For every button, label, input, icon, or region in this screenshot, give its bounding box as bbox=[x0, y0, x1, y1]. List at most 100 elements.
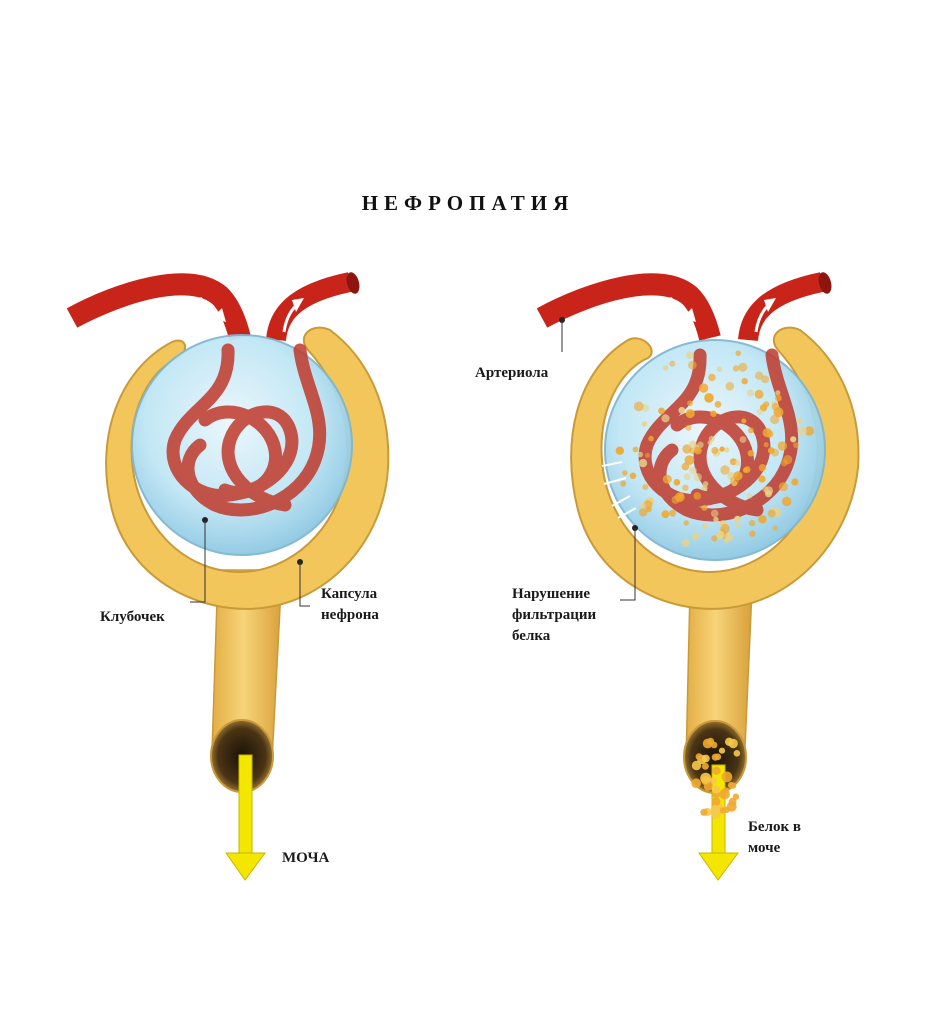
protein-particle bbox=[681, 462, 690, 471]
protein-particle bbox=[767, 447, 775, 454]
protein-particle bbox=[702, 523, 708, 529]
protein-particle bbox=[632, 446, 639, 453]
protein-particle bbox=[638, 458, 648, 468]
efferent-arteriole bbox=[266, 272, 353, 342]
protein-particle bbox=[700, 808, 708, 816]
protein-particle bbox=[726, 801, 737, 812]
protein-particle bbox=[691, 778, 702, 789]
urine-arrowhead-icon bbox=[698, 852, 739, 881]
protein-particle bbox=[754, 371, 764, 380]
flow-arrowhead-icon bbox=[682, 308, 696, 322]
label-filtration-line1: Нарушение bbox=[512, 586, 590, 602]
vessel-end bbox=[818, 272, 832, 294]
flow-arrowhead-icon bbox=[764, 298, 776, 312]
afferent-arteriole bbox=[536, 273, 721, 341]
protein-particle bbox=[729, 782, 737, 789]
protein-particle bbox=[691, 760, 702, 771]
protein-particle bbox=[758, 464, 767, 472]
protein-particle bbox=[725, 381, 735, 391]
protein-particle bbox=[689, 440, 697, 448]
protein-particle bbox=[701, 762, 709, 770]
flow-arrowhead-icon bbox=[212, 308, 226, 322]
protein-particle bbox=[700, 772, 712, 784]
protein-particle bbox=[710, 805, 720, 815]
protein-particle bbox=[758, 515, 767, 524]
protein-particle bbox=[641, 421, 648, 427]
protein-particle bbox=[620, 480, 627, 487]
protein-particle bbox=[804, 426, 815, 436]
leak-arrow-icon bbox=[603, 477, 627, 485]
protein-particle bbox=[781, 496, 792, 507]
protein-particle bbox=[724, 533, 734, 542]
label-capsule-line1: Капсула bbox=[321, 586, 378, 602]
protein-particle bbox=[713, 516, 719, 523]
protein-particle bbox=[763, 442, 769, 448]
protein-particle bbox=[638, 508, 648, 517]
protein-particle bbox=[646, 506, 652, 513]
protein-particle bbox=[797, 426, 808, 436]
protein-particle bbox=[701, 504, 708, 511]
protein-particle bbox=[633, 401, 644, 412]
protein-particle bbox=[746, 493, 753, 499]
protein-particle bbox=[720, 523, 730, 534]
protein-particle bbox=[658, 407, 665, 415]
protein-particle bbox=[694, 446, 702, 455]
protein-particle bbox=[669, 360, 676, 367]
protein-particle bbox=[688, 360, 697, 370]
protein-particle bbox=[720, 465, 730, 475]
protein-particle bbox=[772, 525, 778, 531]
protein-particle bbox=[714, 401, 722, 408]
protein-particle bbox=[716, 530, 725, 539]
protein-particle bbox=[693, 492, 701, 500]
protein-particle bbox=[738, 362, 748, 372]
protein-particle bbox=[756, 409, 763, 416]
protein-particle bbox=[707, 440, 713, 446]
protein-particle bbox=[661, 414, 670, 423]
protein-particle bbox=[721, 771, 733, 783]
label-arteriole: Артериола bbox=[475, 365, 549, 381]
protein-particle bbox=[734, 515, 741, 523]
protein-particle bbox=[741, 378, 748, 385]
filtration-leader-line bbox=[620, 528, 636, 601]
protein-particle bbox=[711, 753, 719, 761]
protein-particle bbox=[771, 402, 780, 411]
protein-particle bbox=[685, 409, 695, 419]
protein-particle bbox=[764, 486, 774, 496]
protein-particle bbox=[637, 451, 643, 458]
protein-particle bbox=[734, 522, 741, 529]
protein-particle bbox=[704, 393, 714, 403]
label-filtration-line3: белка bbox=[512, 628, 551, 644]
protein-particle bbox=[796, 416, 803, 424]
healthy-nephron bbox=[66, 272, 390, 881]
protein-particle bbox=[719, 446, 725, 452]
protein-particle bbox=[698, 383, 709, 393]
protein-particle bbox=[678, 406, 686, 414]
protein-particle bbox=[712, 766, 721, 775]
damaged-nephron bbox=[536, 272, 860, 881]
protein-particle bbox=[716, 366, 723, 373]
protein-particle bbox=[732, 365, 740, 372]
protein-particle bbox=[686, 351, 694, 360]
protein-particle bbox=[663, 365, 669, 371]
label-protein-line2: моче bbox=[748, 840, 781, 856]
protein-particle bbox=[728, 738, 738, 749]
protein-particle bbox=[689, 466, 697, 475]
nephron-capsule bbox=[105, 326, 390, 610]
protein-particle bbox=[691, 532, 701, 541]
protein-particle bbox=[746, 389, 755, 397]
protein-particle bbox=[685, 424, 692, 431]
protein-particle bbox=[681, 538, 690, 547]
protein-particle bbox=[622, 470, 628, 476]
glomerulus-leader-line bbox=[190, 520, 206, 603]
label-urine: МОЧА bbox=[282, 850, 329, 866]
protein-particle bbox=[682, 484, 689, 491]
protein-particle bbox=[780, 459, 788, 467]
protein-in-urine bbox=[691, 737, 741, 819]
urine-arrowhead-icon bbox=[225, 852, 266, 881]
protein-particle bbox=[693, 473, 702, 482]
protein-particle bbox=[742, 467, 748, 473]
protein-particle bbox=[661, 510, 670, 519]
protein-particle bbox=[735, 350, 741, 357]
protein-particle bbox=[775, 390, 781, 396]
protein-particle bbox=[640, 502, 646, 509]
